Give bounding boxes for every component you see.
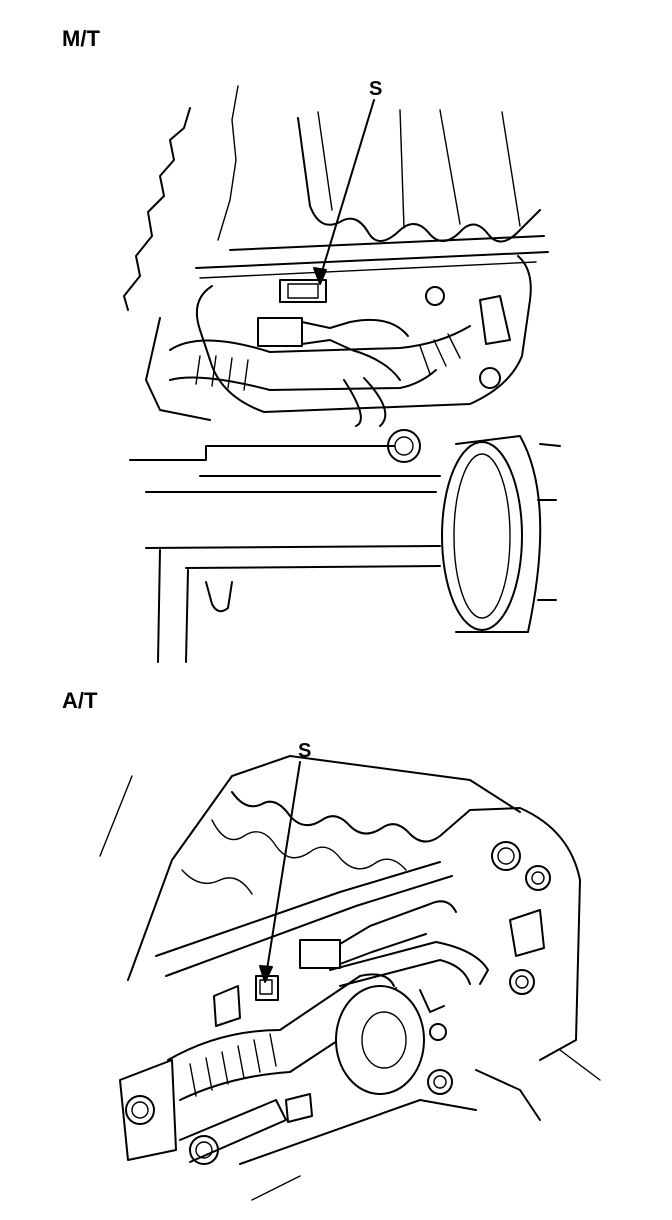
- at-wiring-harness: [167, 973, 395, 1061]
- at-leader-line: [265, 761, 301, 977]
- at-bolt-left: [125, 1095, 155, 1125]
- at-bolt-right: [525, 865, 551, 891]
- mt-sensor-callout: S: [369, 78, 383, 100]
- mt-engine-drawing: [123, 85, 561, 663]
- mt-panel-label: M/T: [62, 26, 100, 51]
- at-pulley: [335, 985, 425, 1095]
- mt-connector: [257, 317, 303, 347]
- mt-crank-pulley: [441, 441, 523, 631]
- mt-block-edge: [123, 107, 191, 311]
- at-connector: [299, 939, 341, 969]
- at-bolt-lower-right: [509, 969, 535, 995]
- at-bolt-top: [491, 841, 521, 871]
- mt-knock-sensor: [279, 279, 327, 303]
- at-bolt-center-low: [427, 1069, 453, 1095]
- mt-cylinder-head: [297, 117, 541, 243]
- mt-wiring-harness: [169, 325, 471, 353]
- mt-bolt-middle: [479, 367, 501, 389]
- at-panel-label: A/T: [62, 688, 98, 713]
- mt-leader-line: [319, 99, 375, 279]
- at-cylinder-head: [231, 791, 471, 843]
- at-sensor-callout: S: [298, 740, 312, 762]
- at-engine-drawing: [99, 755, 601, 1201]
- mt-bolt-upper: [425, 286, 445, 306]
